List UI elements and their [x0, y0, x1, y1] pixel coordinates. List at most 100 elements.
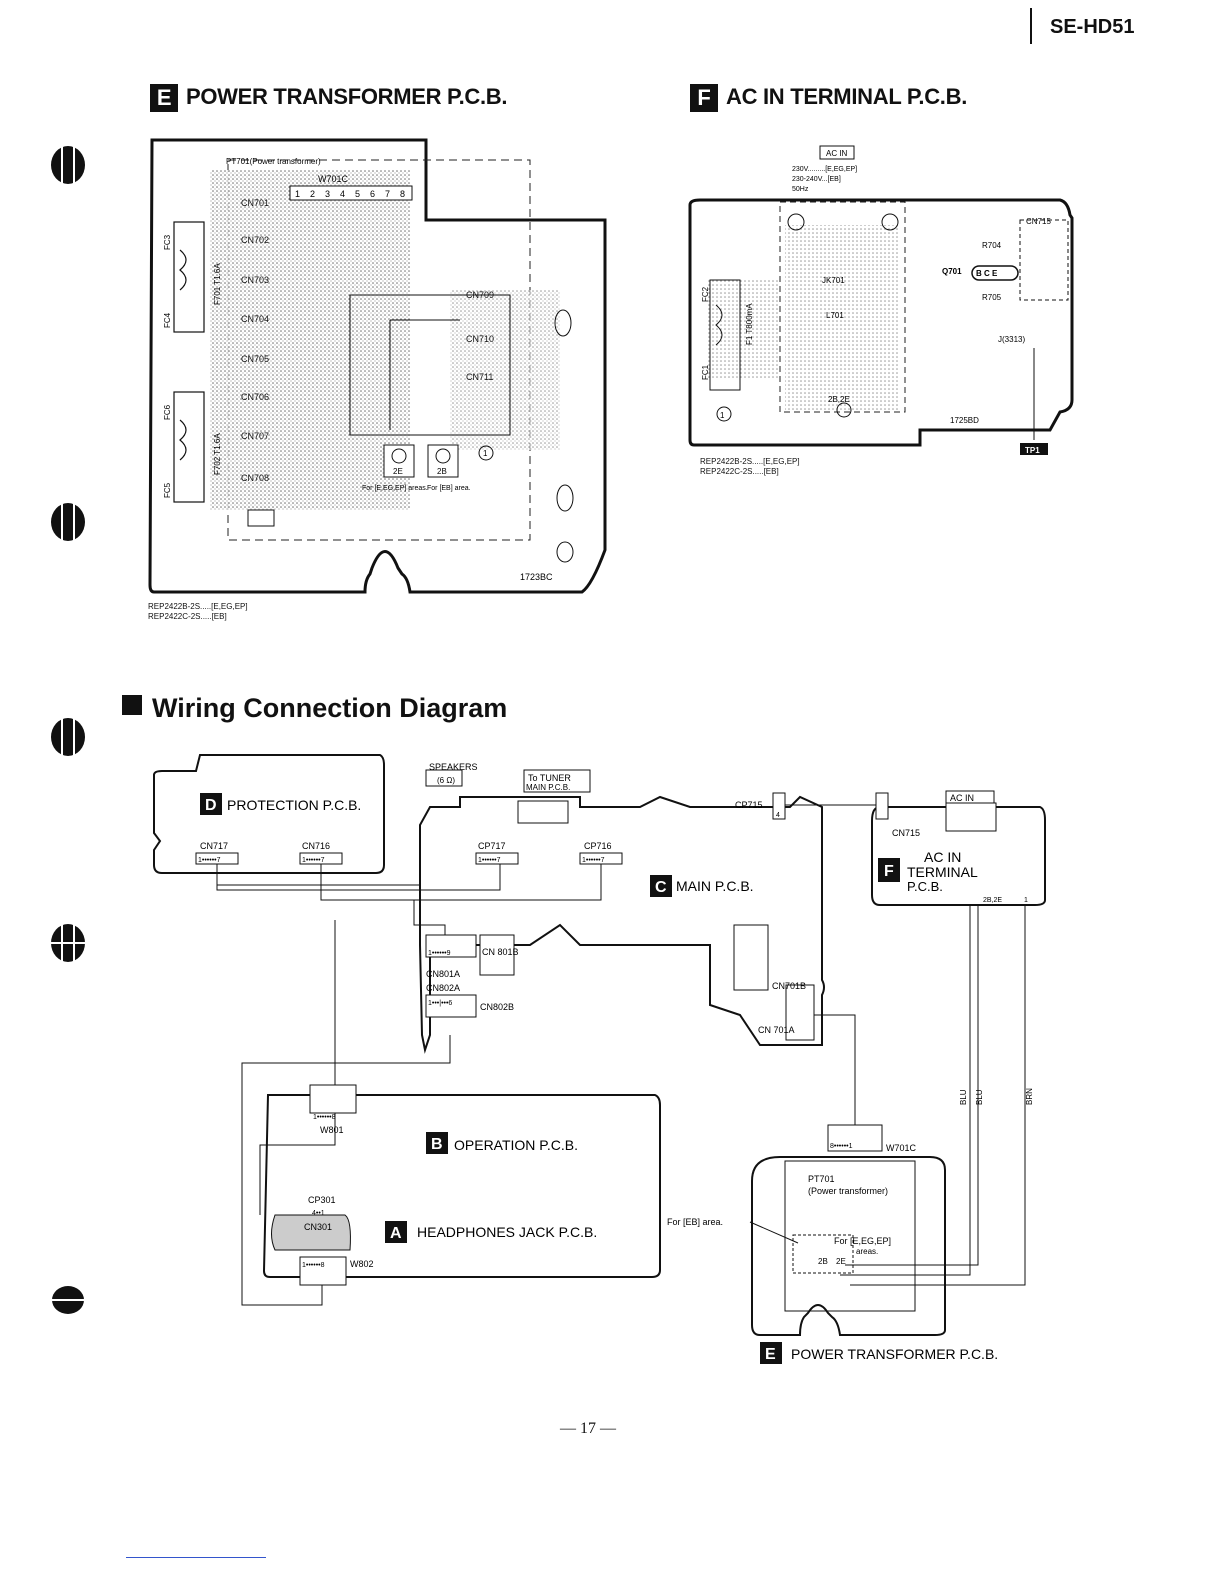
wiring-diagram-title: Wiring Connection Diagram	[122, 693, 507, 724]
svg-text:1••••••8: 1••••••8	[313, 1114, 336, 1121]
svg-text:L701: L701	[826, 311, 844, 320]
svg-text:FC6: FC6	[163, 404, 172, 420]
svg-text:TP1: TP1	[1025, 446, 1040, 455]
ac-labels: FC2 FC1 F1 T800mA CN715 R704 R705 Q701 B…	[701, 217, 1051, 425]
svg-text:PT701: PT701	[808, 1174, 835, 1184]
svg-text:50Hz: 50Hz	[792, 186, 809, 193]
pt701-label: PT701(Power transformer)	[226, 157, 321, 166]
svg-text:CN701B: CN701B	[772, 981, 806, 991]
svg-text:W701C: W701C	[886, 1143, 917, 1153]
svg-text:1••••••8: 1••••••8	[302, 1262, 325, 1269]
svg-text:1••••••9: 1••••••9	[428, 950, 451, 957]
svg-text:CN701: CN701	[241, 198, 269, 208]
svg-text:2B,2E: 2B,2E	[983, 897, 1002, 904]
svg-text:FC2: FC2	[701, 286, 710, 302]
svg-text:8: 8	[400, 189, 405, 199]
svg-text:CN802B: CN802B	[480, 1002, 514, 1012]
svg-text:CN717: CN717	[200, 841, 228, 851]
svg-text:F1 T800mA: F1 T800mA	[745, 303, 754, 345]
svg-text:FC4: FC4	[163, 312, 172, 328]
svg-text:E: E	[765, 1346, 776, 1363]
svg-text:SPEAKERS: SPEAKERS	[429, 762, 478, 772]
fuse-holders	[173, 221, 205, 503]
area-eg-note: For [E,EG,EP] areas.	[362, 485, 428, 492]
svg-text:230-240V...[EB]: 230-240V...[EB]	[792, 176, 841, 183]
headphones-jack	[271, 1214, 351, 1251]
svg-text:JK701: JK701	[822, 276, 845, 285]
section-f-footnote: REP2422B-2S.....[E,EG,EP]REP2422C-2S....…	[700, 457, 800, 476]
svg-text:HEADPHONES JACK P.C.B.: HEADPHONES JACK P.C.B.	[417, 1224, 597, 1240]
svg-text:CP716: CP716	[584, 841, 612, 851]
trace-area	[210, 170, 410, 510]
terminal-1: 1	[478, 445, 494, 461]
power-pcb-outline	[751, 1156, 946, 1336]
svg-text:CP717: CP717	[478, 841, 506, 851]
binder-hole-3	[51, 718, 85, 756]
svg-text:1: 1	[295, 189, 300, 199]
svg-text:P.C.B.: P.C.B.	[907, 879, 943, 894]
svg-text:AC IN: AC IN	[924, 849, 961, 865]
pcb-outline	[148, 138, 607, 594]
section-f-badge: F	[690, 84, 718, 113]
wires	[216, 804, 1026, 1306]
terminal-2e: 2E	[383, 444, 415, 478]
cn715-outline	[1019, 219, 1069, 301]
svg-text:2E: 2E	[393, 467, 403, 476]
svg-text:CN716: CN716	[302, 841, 330, 851]
svg-text:POWER TRANSFORMER P.C.B.: POWER TRANSFORMER P.C.B.	[791, 1346, 998, 1362]
svg-text:D: D	[205, 797, 217, 814]
svg-text:1: 1	[483, 449, 488, 458]
acin-box	[819, 145, 855, 160]
svg-text:MAIN P.C.B.: MAIN P.C.B.	[676, 878, 754, 894]
svg-text:F: F	[884, 863, 894, 880]
svg-text:AC IN: AC IN	[950, 793, 974, 803]
w701c-pins: 1 2 3 4 5 6 7 8	[289, 185, 413, 201]
transformer-windings	[349, 294, 511, 436]
svg-text:CN715: CN715	[892, 828, 920, 838]
svg-text:FC5: FC5	[163, 482, 172, 498]
svg-text:PROTECTION P.C.B.: PROTECTION P.C.B.	[227, 797, 361, 813]
svg-text:R705: R705	[982, 293, 1002, 302]
fuse-holder-labels: FC3 FC4 FC6 FC5 F701 T1.6A F702 T1.6A	[163, 234, 222, 498]
svg-text:2B: 2B	[818, 1257, 828, 1266]
binder-hole-1	[51, 146, 85, 184]
terminal-2b: 2B	[427, 444, 459, 478]
svg-text:To TUNER: To TUNER	[528, 773, 571, 783]
header-divider	[1030, 8, 1032, 44]
power-transformer-pcb-diagram: PT701(Power transformer) W701C 1 2 3 4 5…	[148, 138, 607, 594]
svg-text:2B: 2B	[437, 467, 447, 476]
svg-text:C: C	[655, 879, 667, 896]
acin-pcb-outline	[871, 806, 1046, 906]
svg-text:1725BD: 1725BD	[950, 416, 979, 425]
w701c-label: W701C	[318, 174, 349, 184]
connector-labels-wiring: CN717 CN716 1••••••7 1••••••7 CP717 CP71…	[198, 762, 1028, 1269]
svg-text:F701 T1.6A: F701 T1.6A	[213, 263, 222, 305]
svg-text:OPERATION P.C.B.: OPERATION P.C.B.	[454, 1137, 578, 1153]
svg-text:CN710: CN710	[466, 334, 494, 344]
svg-text:TERMINAL: TERMINAL	[907, 864, 978, 880]
wiring-badges: D C F B A E	[200, 793, 900, 1364]
page-number: — 17 —	[560, 1420, 616, 1437]
binder-hole-2	[51, 503, 85, 541]
ac-in-terminal-pcb-diagram: AC IN 230V.........[E,EG,EP] 230-240V...…	[688, 145, 1074, 455]
svg-text:1•••|•••6: 1•••|•••6	[428, 1000, 452, 1007]
svg-text:2B,2E: 2B,2E	[828, 395, 850, 404]
board-outlines	[153, 754, 1046, 1336]
model-number: SE-HD51	[1050, 16, 1135, 38]
binder-holes	[50, 144, 86, 1314]
voltage-notes: 230V.........[E,EG,EP] 230-240V...[EB] 5…	[792, 166, 857, 193]
svg-text:1: 1	[1024, 897, 1028, 904]
svg-text:BLU: BLU	[959, 1089, 968, 1105]
svg-text:CN708: CN708	[241, 473, 269, 483]
svg-text:FC1: FC1	[701, 364, 710, 380]
svg-text:MAIN P.C.B.: MAIN P.C.B.	[526, 783, 570, 792]
svg-text:CN801A: CN801A	[426, 969, 460, 979]
svg-text:CP301: CP301	[308, 1195, 336, 1205]
svg-text:B: B	[431, 1136, 443, 1153]
svg-text:8••••••1: 8••••••1	[830, 1143, 853, 1150]
svg-text:2: 2	[310, 189, 315, 199]
svg-text:R704: R704	[982, 241, 1002, 250]
svg-text:1••••••7: 1••••••7	[582, 857, 605, 864]
svg-text:BRN: BRN	[1025, 1088, 1034, 1105]
